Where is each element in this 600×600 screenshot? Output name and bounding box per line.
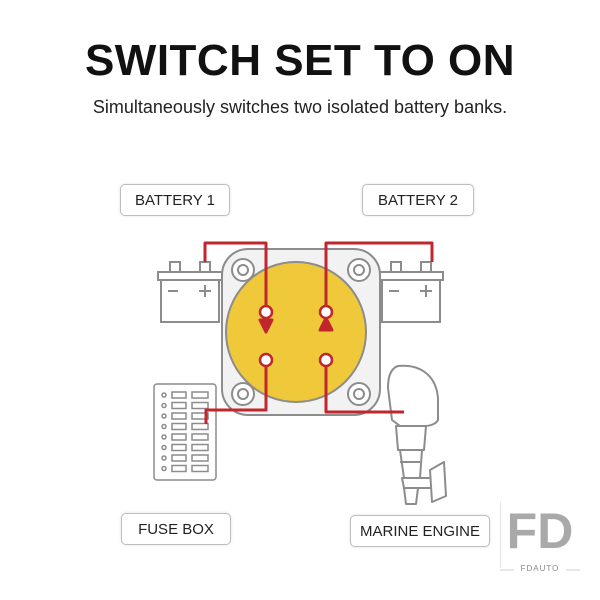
fuse-switch [171,391,187,399]
fuse-switch [171,433,187,441]
battery-1-label: BATTERY 1 [120,184,230,216]
logo-name: FDAUTO [520,564,560,573]
fuse-slot [191,433,209,441]
terminal-in-left [258,304,274,320]
logo-mark: FD [506,503,574,559]
page-title: SWITCH SET TO ON [84,36,516,85]
fuse-box-label: FUSE BOX [121,513,231,545]
battery-2-icon [378,261,444,323]
fuse-indicator [161,402,167,409]
switch-terminals [258,304,334,368]
page-subtitle: Simultaneously switches two isolated bat… [92,97,508,117]
fuse-indicator [161,413,167,419]
fuse-slot [191,391,209,399]
fdauto-logo: FD FDAUTO [500,502,580,580]
fuse-slot [191,454,209,462]
fuse-box-icon [153,383,217,481]
fuse-switch [171,454,187,462]
terminal-out-right [318,352,334,368]
fuse-indicator [161,392,167,398]
terminal-in-right [318,304,334,320]
marine-engine-label: MARINE ENGINE [350,515,490,547]
fuse-switch [171,464,187,473]
fuse-indicator [161,455,167,461]
marine-engine-icon [387,364,447,505]
positive-cable-wires [203,241,434,424]
fuse-indicator [161,434,167,440]
fuse-indicator [161,423,167,430]
fuse-switch [171,422,187,431]
switch-knob-face [225,261,367,403]
battery-2-label: BATTERY 2 [362,184,474,216]
fuse-slot [191,443,209,452]
fuse-slot [191,464,209,473]
battery-1-icon [157,261,223,323]
fuse-slot [191,422,209,431]
fuse-indicator [161,465,167,472]
fuse-slot [191,412,209,420]
fuse-indicator [161,444,167,451]
fuse-switch [171,412,187,420]
fuse-switch [171,443,187,452]
fuse-slot [191,401,209,410]
terminal-out-left [258,352,274,368]
fuse-switch [171,401,187,410]
